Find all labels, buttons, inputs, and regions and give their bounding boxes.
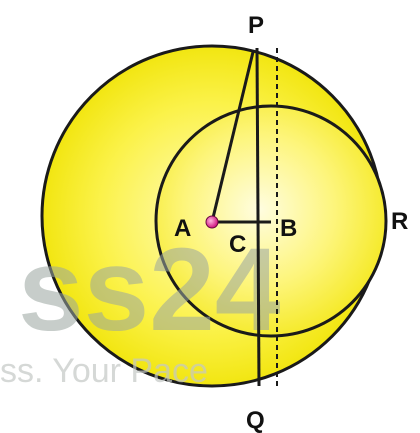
center-point-a <box>205 215 219 229</box>
label-b: B <box>280 215 297 242</box>
label-r: R <box>391 208 408 235</box>
label-q: Q <box>246 407 265 433</box>
label-a: A <box>174 215 191 242</box>
watermark-main: ss24 <box>18 224 281 356</box>
label-p: P <box>248 12 264 39</box>
chord-pq <box>255 47 261 387</box>
watermark-tagline: ss. Your Pace <box>0 352 208 390</box>
label-c: C <box>229 231 246 258</box>
segment-ap <box>210 51 255 223</box>
